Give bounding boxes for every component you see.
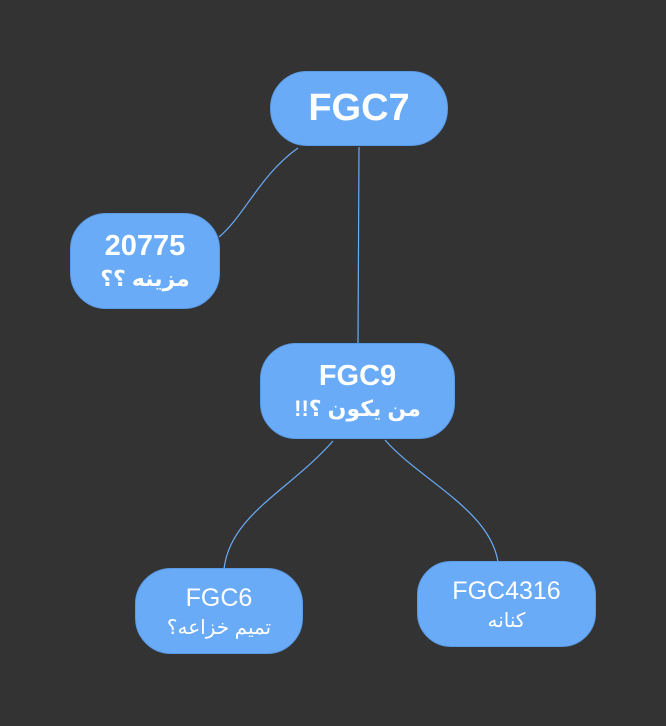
node-fgc9-tribe: من يكون ؟!! [294, 396, 421, 422]
node-20775[interactable]: 20775 مزينه ؟؟ [70, 213, 220, 309]
node-20775-tribe: مزينه ؟؟ [100, 266, 190, 292]
node-fgc6[interactable]: FGC6 تميم خزاعه؟ [135, 568, 303, 654]
node-fgc4316[interactable]: FGC4316 كنانه [417, 561, 596, 647]
edge-fgc7-20775 [218, 147, 299, 238]
edge-fgc9-fgc6 [223, 440, 334, 570]
edge-fgc9-fgc4316 [384, 439, 499, 563]
node-fgc7-label: FGC7 [308, 86, 410, 129]
node-fgc4316-id: FGC4316 [452, 576, 561, 605]
node-fgc9-id: FGC9 [318, 360, 397, 393]
edge-fgc7-fgc9 [357, 146, 360, 345]
node-fgc9[interactable]: FGC9 من يكون ؟!! [260, 343, 455, 439]
node-fgc4316-tribe: كنانه [487, 609, 526, 632]
node-20775-id: 20775 [104, 230, 186, 263]
node-fgc6-id: FGC6 [185, 583, 253, 612]
node-fgc7[interactable]: FGC7 [270, 71, 448, 146]
node-fgc6-tribe: تميم خزاعه؟ [166, 616, 272, 639]
